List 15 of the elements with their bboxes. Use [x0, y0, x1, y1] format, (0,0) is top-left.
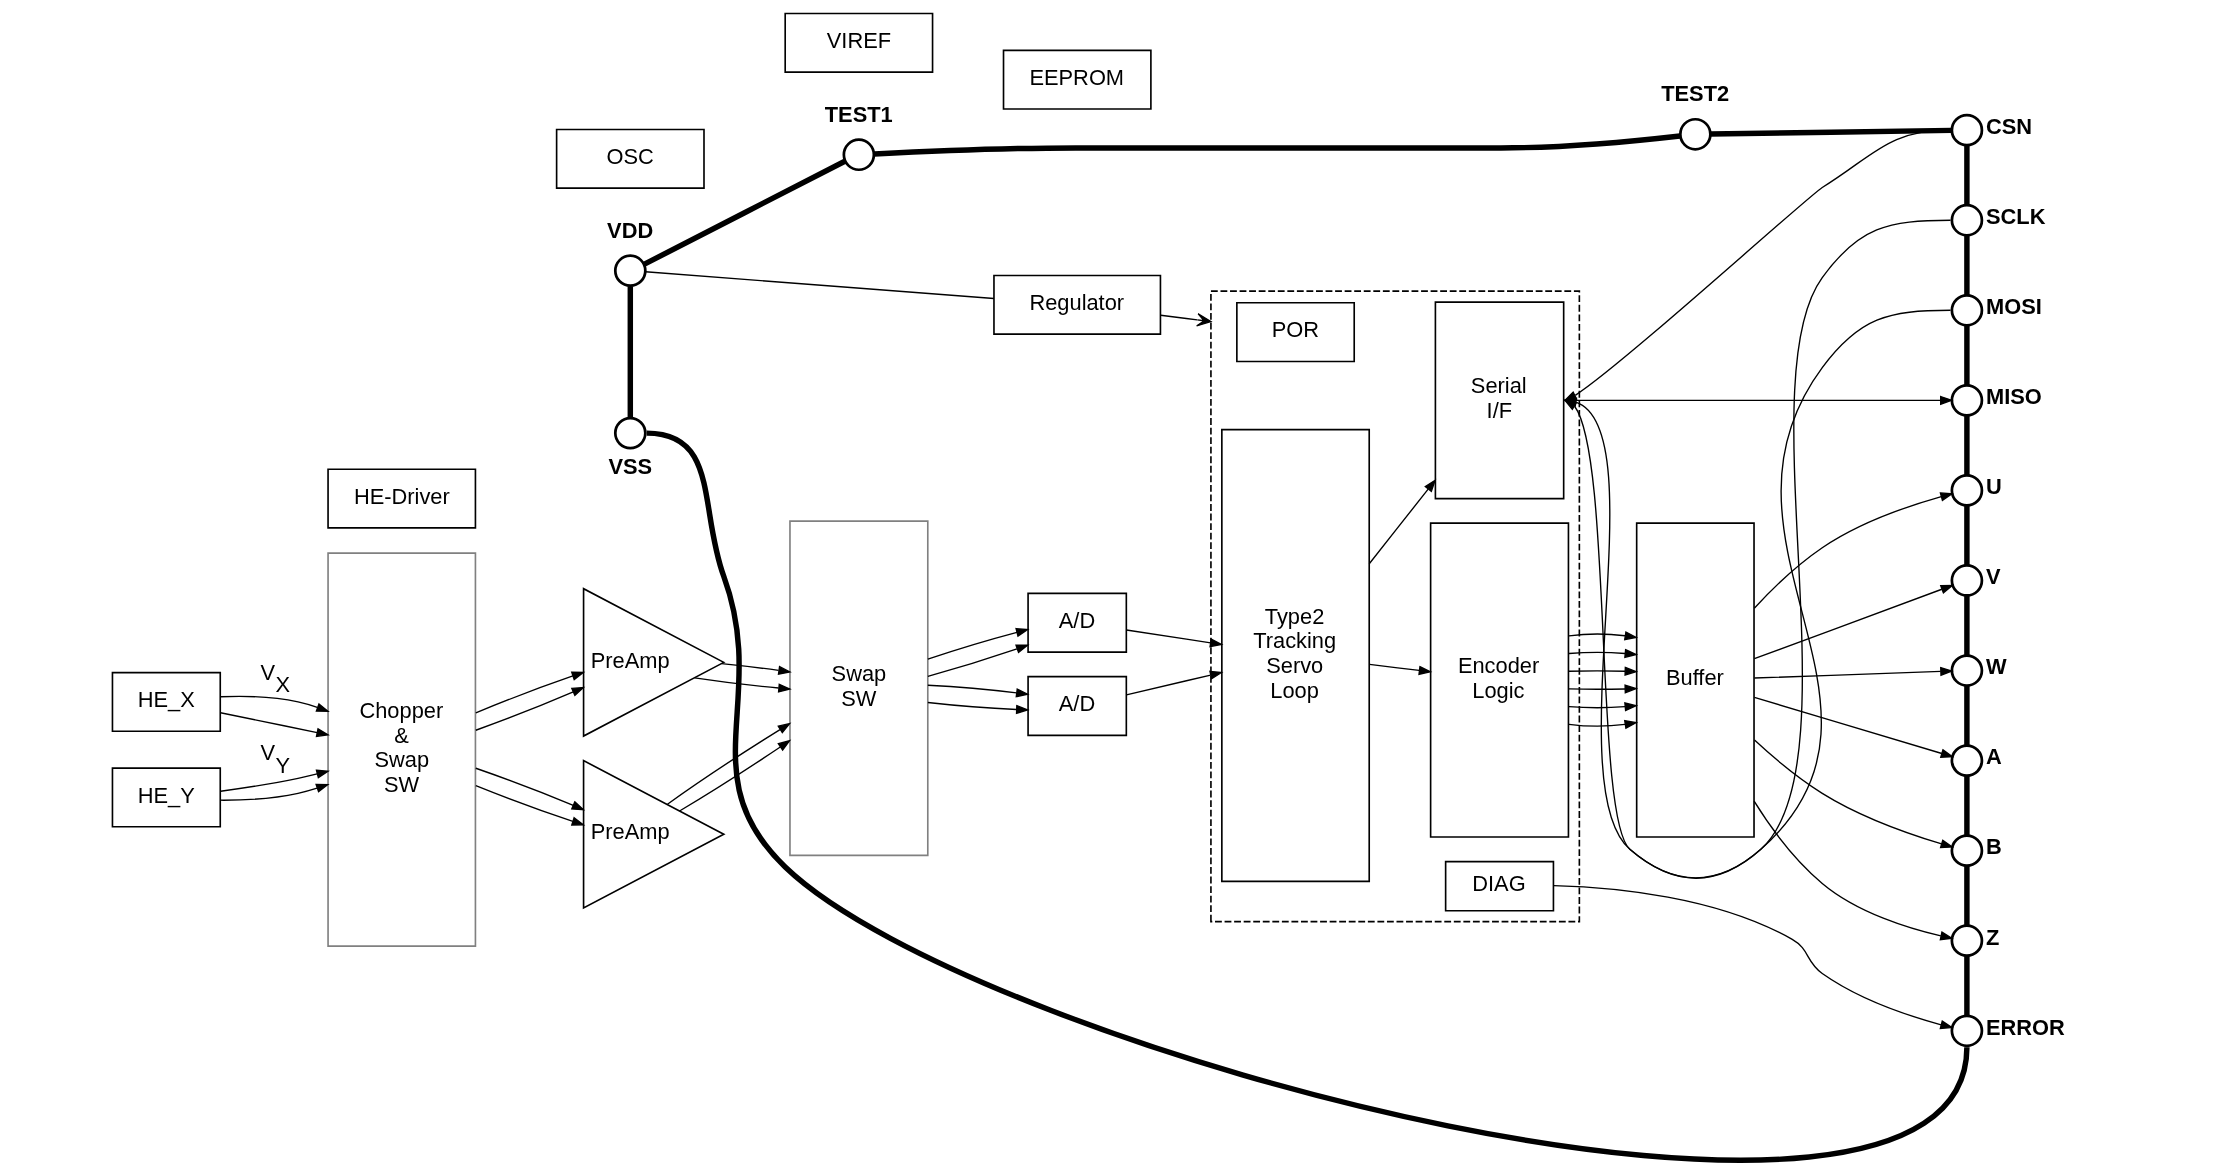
node-label: MISO: [1986, 384, 2042, 410]
node-label: TEST2: [1661, 81, 1730, 107]
node-label: W: [1986, 654, 2007, 680]
node-label: V: [1986, 564, 2001, 590]
node-label: TEST1: [824, 101, 893, 127]
node-label: ERROR: [1986, 1014, 2065, 1040]
node-label: MOSI: [1986, 294, 2042, 320]
node-label: SCLK: [1986, 204, 2046, 230]
node-label: VSS: [608, 453, 653, 479]
node-label: A: [1986, 744, 2002, 770]
node-label: Z: [1986, 924, 2000, 950]
node-label: CSN: [1986, 113, 2033, 139]
node-label: B: [1986, 834, 2002, 860]
node-label: VDD: [607, 217, 654, 243]
node-label: U: [1986, 474, 2002, 500]
